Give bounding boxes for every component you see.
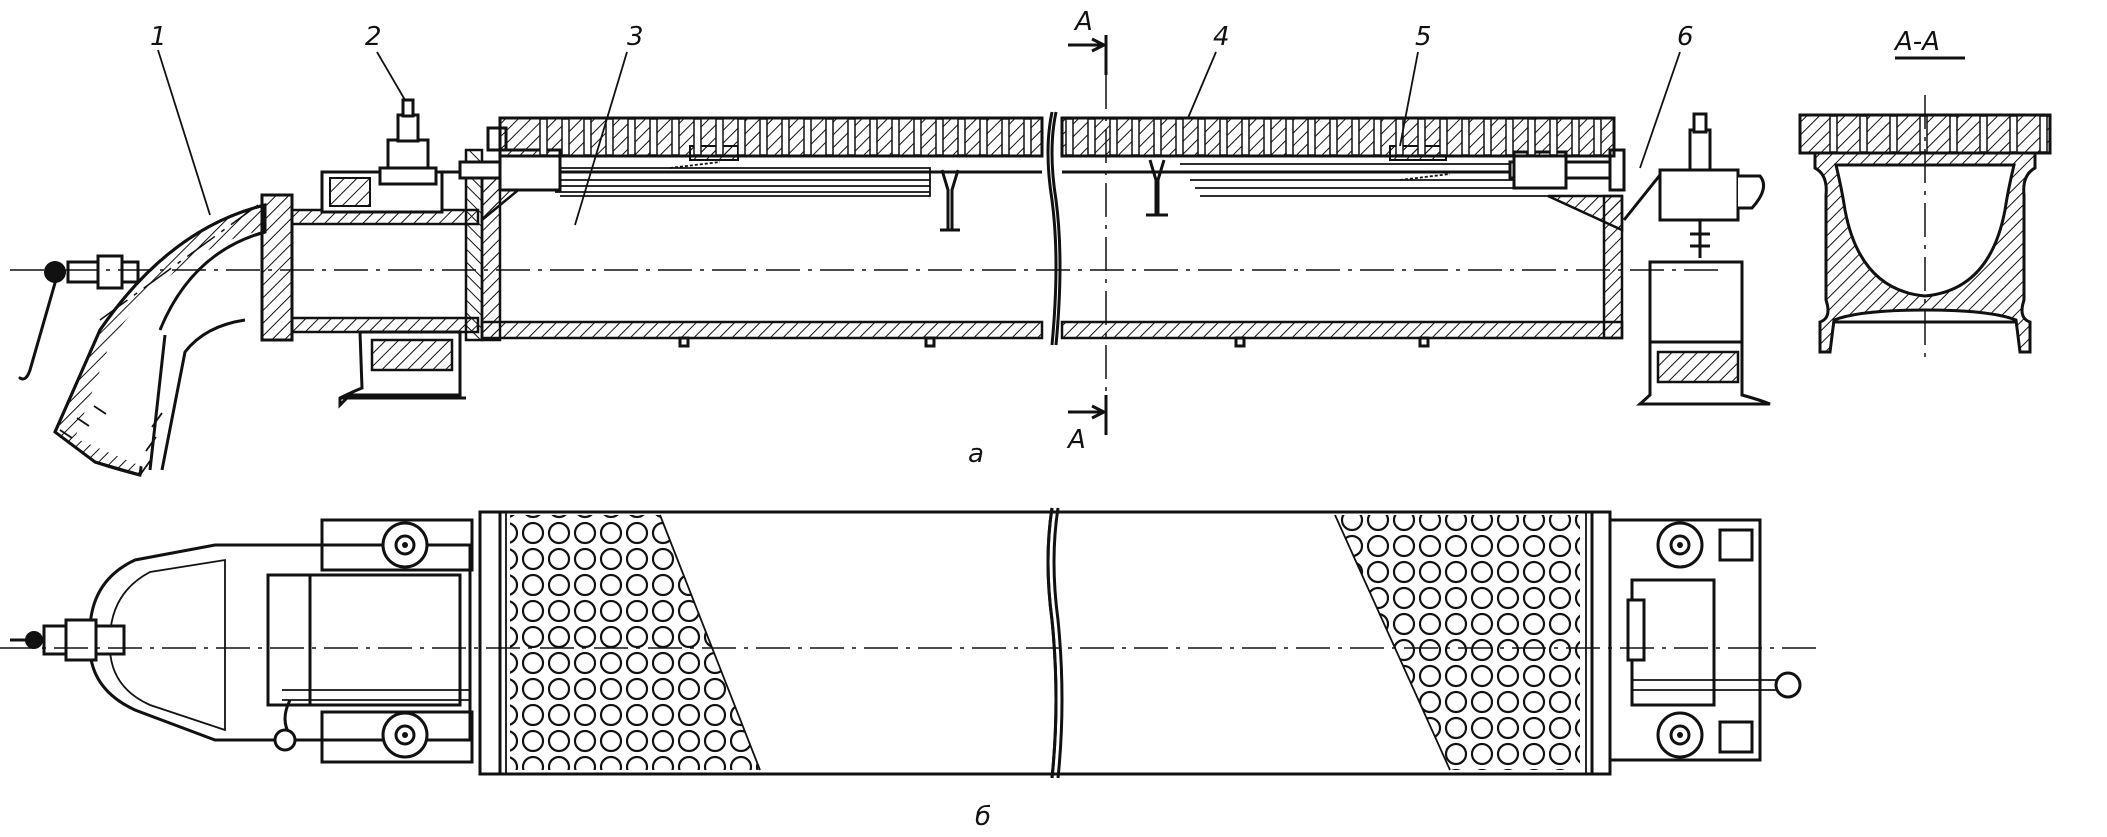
label-section-bottom: A xyxy=(1066,425,1086,455)
plate-rib xyxy=(1197,118,1206,156)
plate-rib xyxy=(1109,118,1118,156)
plate-rib xyxy=(1549,118,1558,156)
plate-rib xyxy=(1859,115,1868,153)
plate-rib xyxy=(1307,118,1316,156)
heating-plate xyxy=(498,116,1616,158)
leader-lines xyxy=(157,49,1681,226)
plate-rib xyxy=(1001,118,1010,156)
plate-rib xyxy=(913,118,922,156)
plate-rib xyxy=(737,118,746,156)
label-section-title: A-A xyxy=(1893,27,1940,57)
body-left xyxy=(458,126,1044,348)
plate-rib xyxy=(1439,118,1448,156)
section-a-a xyxy=(1798,56,2052,360)
plate-rib xyxy=(869,118,878,156)
plate-rib xyxy=(979,118,988,156)
plate-rib xyxy=(1263,118,1272,156)
label-part-3: 3 xyxy=(627,22,644,52)
plate-rib xyxy=(1505,118,1514,156)
plate-rib xyxy=(1131,118,1140,156)
support-left xyxy=(338,330,466,409)
plate-rib xyxy=(957,118,966,156)
plate-rib xyxy=(539,118,548,156)
plate-rib xyxy=(627,118,636,156)
view-b-plan xyxy=(0,507,1820,779)
plate-rib xyxy=(891,118,900,156)
plate-rib xyxy=(1087,118,1096,156)
label-section-top: A xyxy=(1073,7,1093,37)
plate-rib xyxy=(1329,118,1338,156)
plate-rib xyxy=(1285,118,1294,156)
plate-rib xyxy=(1527,118,1536,156)
plate-rib xyxy=(935,118,944,156)
view-a-section xyxy=(10,35,1771,477)
plate-rib xyxy=(1023,118,1032,156)
plate-rib xyxy=(649,118,658,156)
plate-rib xyxy=(605,118,614,156)
plate-rib xyxy=(2009,115,2018,153)
plate-rib xyxy=(1483,118,1492,156)
plate-rib xyxy=(1241,118,1250,156)
plate-rib xyxy=(803,118,812,156)
plate-rib xyxy=(1461,118,1470,156)
plate-rib xyxy=(1065,118,1074,156)
plate-rib xyxy=(1373,118,1382,156)
inlet-nozzle xyxy=(18,203,267,477)
plate-rib xyxy=(671,118,680,156)
label-view-b: б xyxy=(975,802,991,832)
plate-rib xyxy=(1395,118,1404,156)
plate-rib xyxy=(1417,118,1426,156)
plate-rib xyxy=(1351,118,1360,156)
plate-rib xyxy=(1919,115,1928,153)
label-part-5: 5 xyxy=(1415,22,1432,52)
label-part-1: 1 xyxy=(150,22,167,52)
plate-rib xyxy=(715,118,724,156)
plate-rib xyxy=(847,118,856,156)
plate-rib xyxy=(1175,118,1184,156)
plate-rib xyxy=(825,118,834,156)
plate-rib xyxy=(1829,115,1838,153)
plate-rib xyxy=(1153,118,1162,156)
plate-rib xyxy=(759,118,768,156)
plate-rib xyxy=(561,118,570,156)
plate-rib xyxy=(583,118,592,156)
label-part-4: 4 xyxy=(1213,22,1230,52)
plate-rib xyxy=(1593,118,1602,156)
plate-rib xyxy=(1889,115,1898,153)
inlet-pipe xyxy=(260,148,484,342)
plate-rib xyxy=(1949,115,1958,153)
label-view-a: a xyxy=(968,439,984,469)
plate-rib xyxy=(1571,118,1580,156)
section-mark-a xyxy=(1068,35,1108,435)
valve-right xyxy=(1622,112,1771,406)
plate-rib xyxy=(781,118,790,156)
plate-rib xyxy=(2039,115,2048,153)
plate-rib xyxy=(1979,115,1988,153)
body-right xyxy=(1060,145,1626,348)
label-part-2: 2 xyxy=(365,22,382,52)
label-part-6: 6 xyxy=(1677,22,1694,52)
plate-rib xyxy=(693,118,702,156)
plate-rib xyxy=(1219,118,1228,156)
valve-left xyxy=(378,98,470,186)
